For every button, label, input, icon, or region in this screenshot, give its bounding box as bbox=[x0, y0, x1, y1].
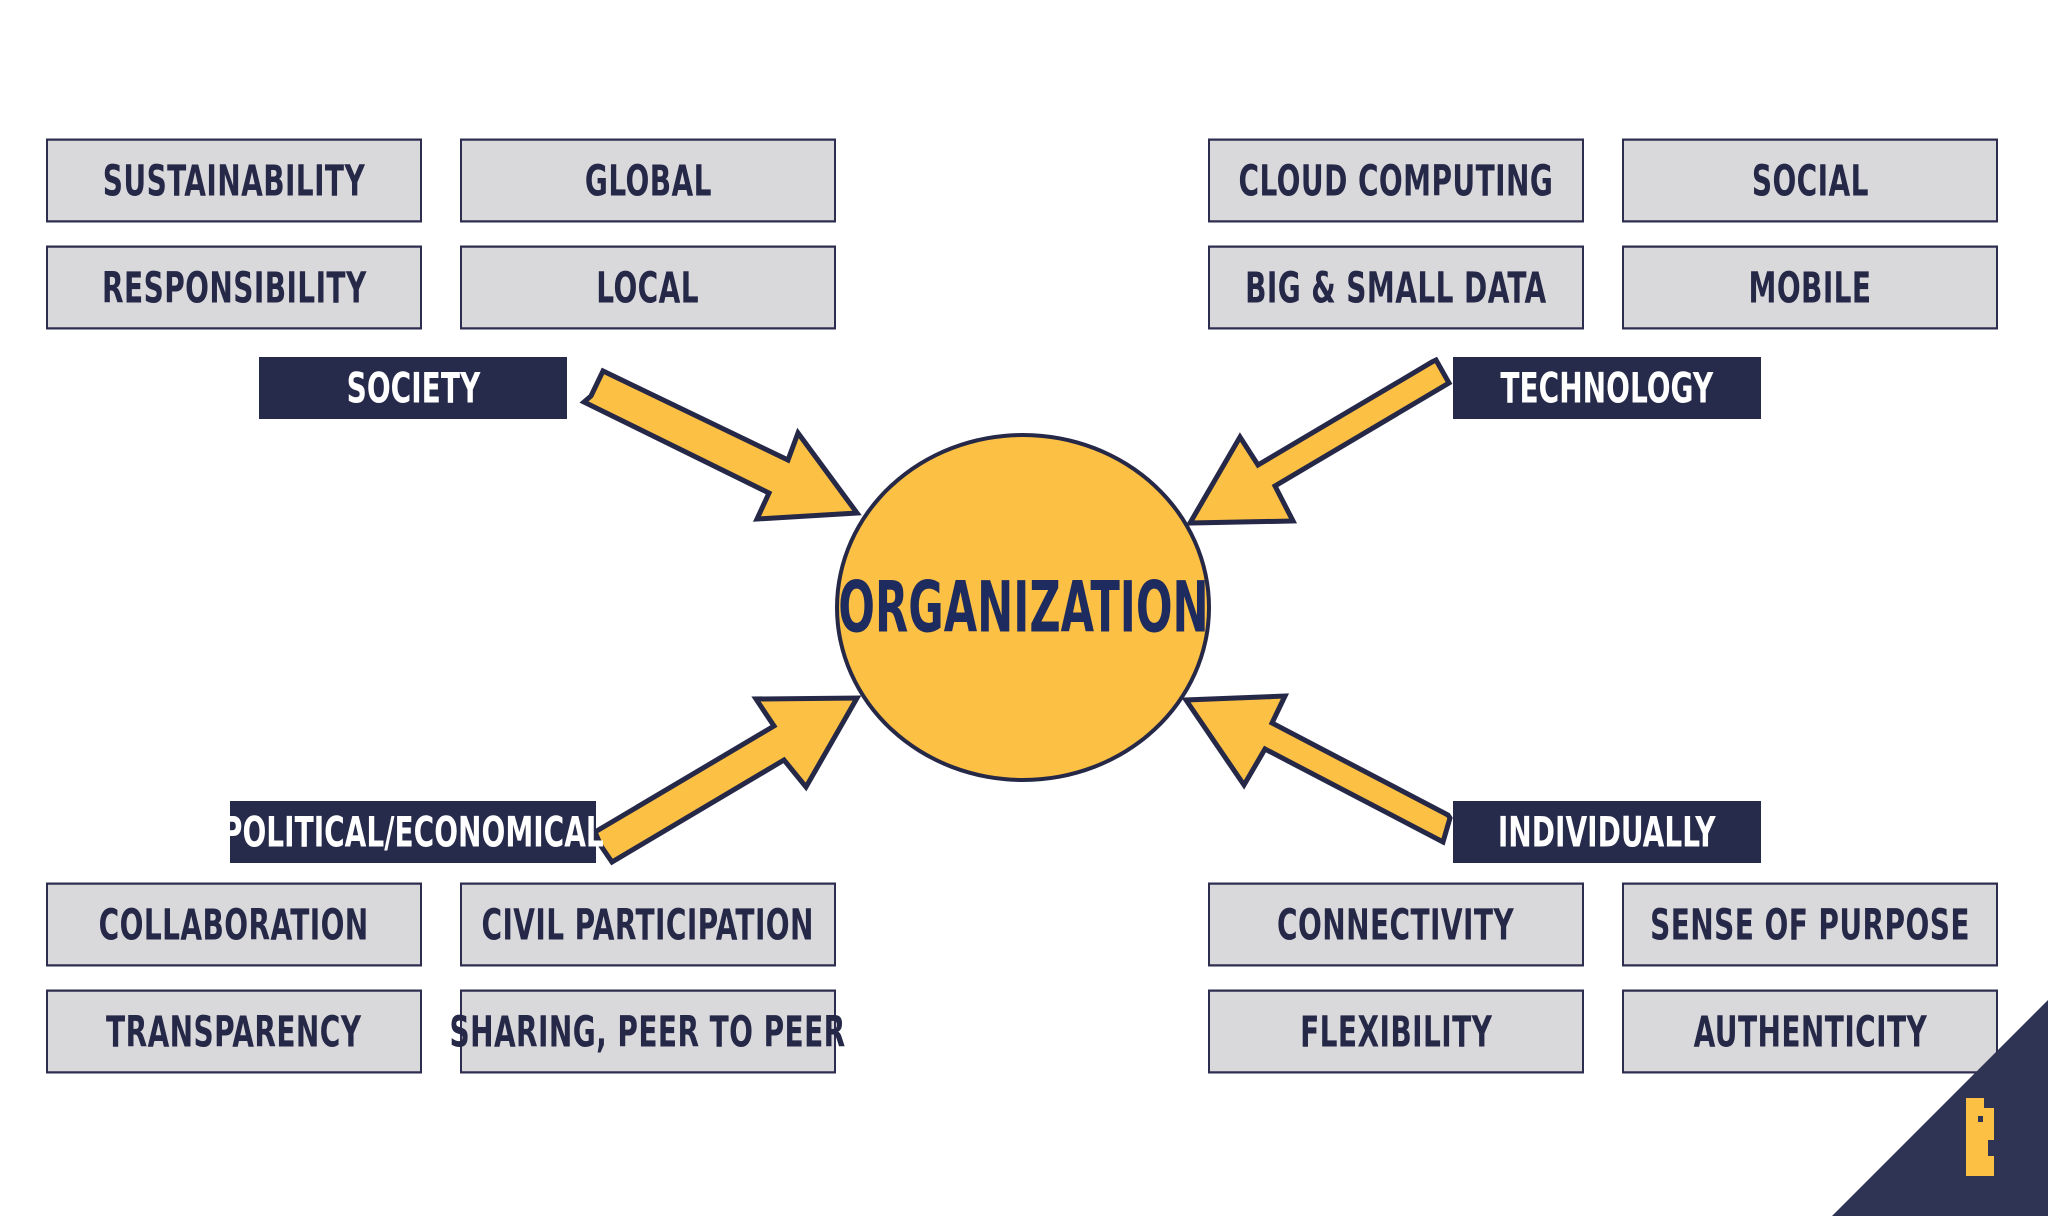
political-item-transparency: TRANSPARENCY bbox=[46, 989, 422, 1074]
organization-circle: ORGANIZATION bbox=[835, 433, 1211, 782]
individually-item-authenticity: AUTHENTICITY bbox=[1622, 989, 1998, 1074]
individually-label: INDIVIDUALLY bbox=[1453, 801, 1761, 863]
individually-item-flexibility: FLEXIBILITY bbox=[1208, 989, 1584, 1074]
society-item-responsibility: RESPONSIBILITY bbox=[46, 245, 422, 330]
technology-item-cloud-computing: CLOUD COMPUTING bbox=[1208, 138, 1584, 223]
individually-item-connectivity: CONNECTIVITY bbox=[1208, 882, 1584, 967]
technology-item-mobile: MOBILE bbox=[1622, 245, 1998, 330]
society-item-local: LOCAL bbox=[460, 245, 836, 330]
political-arrow bbox=[591, 695, 862, 866]
technology-item-big-small-data: BIG & SMALL DATA bbox=[1208, 245, 1584, 330]
technology-arrow bbox=[1185, 356, 1453, 526]
individually-item-sense-of-purpose: SENSE OF PURPOSE bbox=[1622, 882, 1998, 967]
technology-label: TECHNOLOGY bbox=[1453, 357, 1761, 419]
organization-label: ORGANIZATION bbox=[837, 566, 1209, 649]
technology-item-social: SOCIAL bbox=[1622, 138, 1998, 223]
society-arrow bbox=[579, 367, 862, 522]
political-item-sharing-peer-to-peer: SHARING, PEER TO PEER bbox=[450, 989, 846, 1074]
individually-arrow bbox=[1181, 693, 1453, 846]
society-label: SOCIETY bbox=[259, 357, 567, 419]
society-item-global: GLOBAL bbox=[460, 138, 836, 223]
political-item-civil-participation: CIVIL PARTICIPATION bbox=[460, 882, 836, 967]
political-economical-label: POLITICAL/ECONOMICAL bbox=[222, 801, 604, 863]
society-item-sustainability: SUSTAINABILITY bbox=[46, 138, 422, 223]
political-item-collaboration: COLLABORATION bbox=[46, 882, 422, 967]
